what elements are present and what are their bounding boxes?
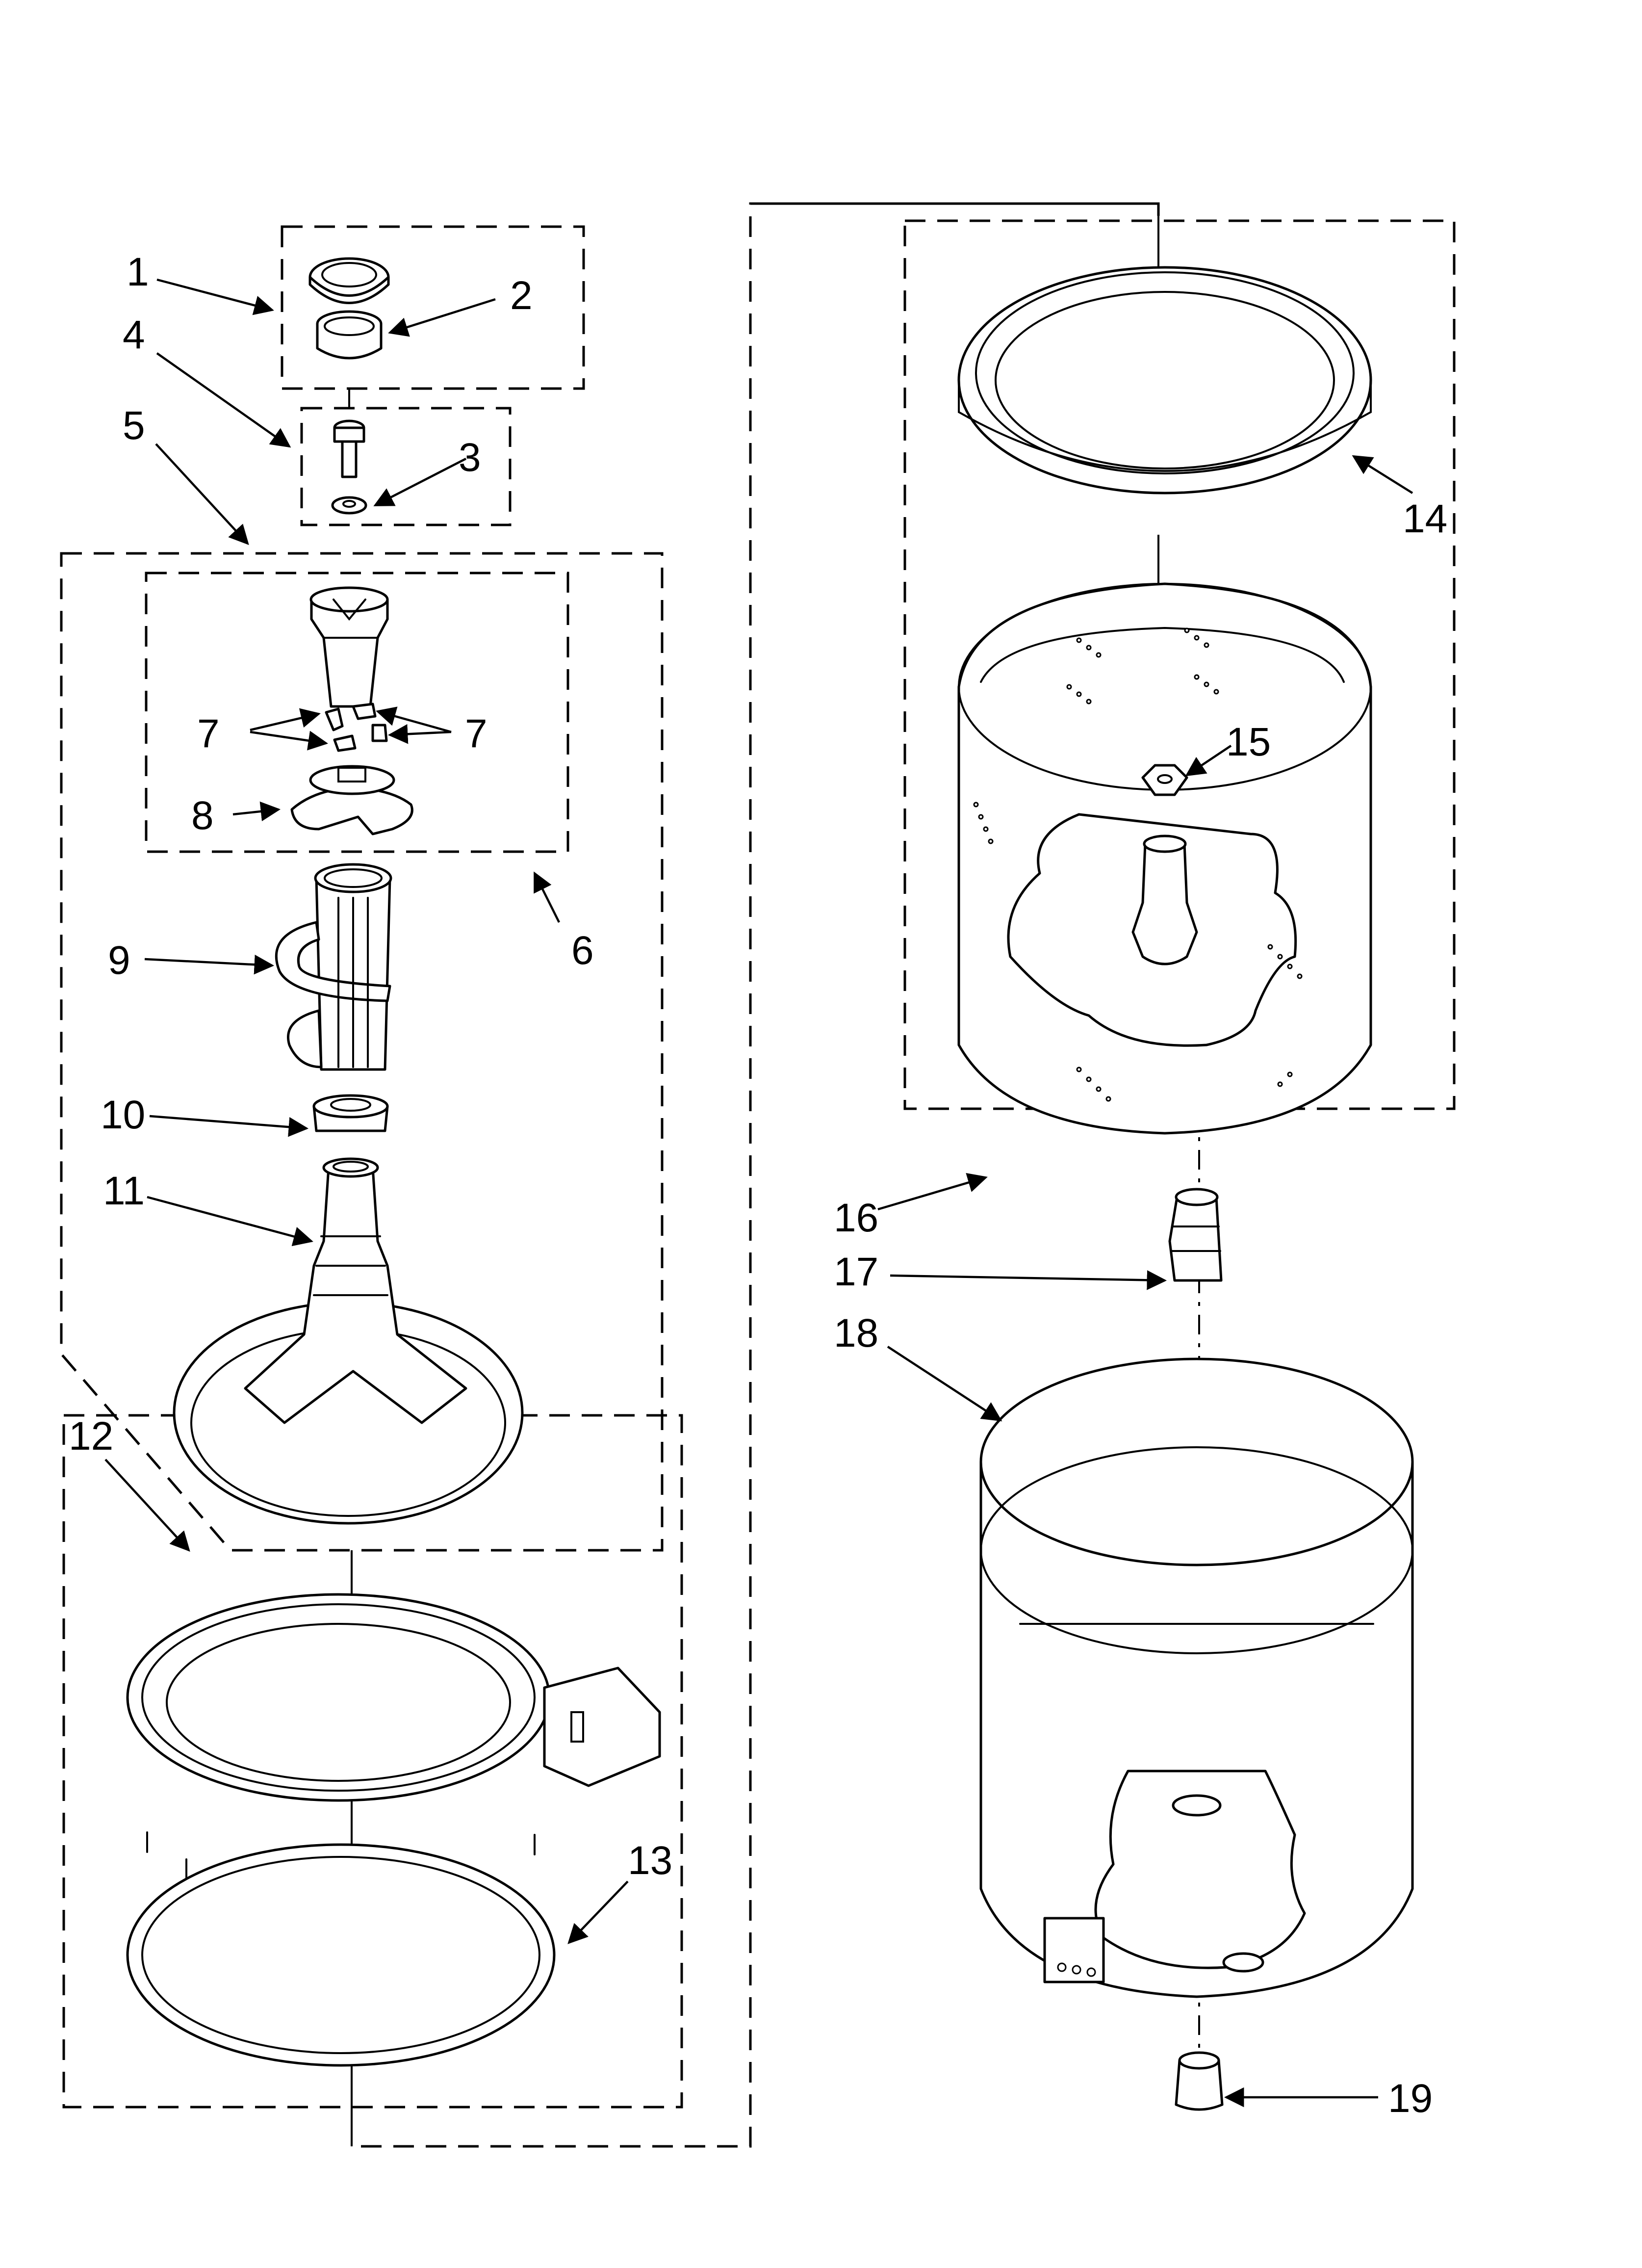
group-box-1-2 [281, 225, 585, 390]
callout-1: 1 [127, 250, 149, 294]
group-box-5 [60, 552, 664, 1552]
callout-12: 12 [69, 1414, 113, 1459]
part-7-dogs [325, 703, 388, 752]
callout-16: 16 [834, 1196, 878, 1240]
group-box-16 [903, 219, 1456, 1110]
part-1-agitator-cap [308, 257, 390, 304]
part-18-outer-tub [979, 1357, 1414, 1998]
part-2-ring [316, 310, 383, 360]
callout-10: 10 [101, 1093, 145, 1137]
part-4-bolt [333, 419, 365, 478]
callout-3: 3 [459, 435, 481, 480]
part-17-hub [1168, 1188, 1223, 1282]
part-8-cam-base [290, 765, 413, 835]
callout-5: 5 [123, 403, 145, 448]
group-box-12 [62, 1414, 683, 2109]
part-14-balance-ring [957, 266, 1372, 495]
callout-19: 19 [1388, 2076, 1433, 2121]
basket-perforations [973, 627, 1303, 1102]
callout-15: 15 [1226, 720, 1271, 764]
callout-8: 8 [191, 793, 214, 838]
callout-7-right: 7 [465, 711, 487, 756]
group-box-6 [145, 572, 569, 853]
callout-9: 9 [108, 938, 130, 983]
callout-11: 11 [103, 1169, 145, 1213]
part-6-cam [309, 586, 389, 708]
callout-14: 14 [1403, 496, 1447, 541]
part-11-agitator-base [173, 1157, 524, 1525]
part-12-tub-ring [126, 1593, 661, 1900]
part-10-bearing [312, 1094, 389, 1132]
callout-2: 2 [510, 273, 533, 318]
callout-18: 18 [834, 1311, 878, 1356]
part-16-basket [957, 582, 1372, 1135]
callout-7-left: 7 [197, 711, 220, 756]
callout-17: 17 [834, 1250, 878, 1294]
callout-6: 6 [571, 928, 594, 973]
leader-lines [104, 278, 1413, 2108]
callout-4: 4 [123, 313, 145, 357]
part-3-washer [331, 496, 367, 515]
part-9-auger [275, 863, 392, 1071]
group-box-4 [300, 407, 512, 526]
callout-13: 13 [628, 1838, 672, 1883]
part-19-plug [1175, 2051, 1224, 2111]
part-13-seal [126, 1843, 556, 2067]
